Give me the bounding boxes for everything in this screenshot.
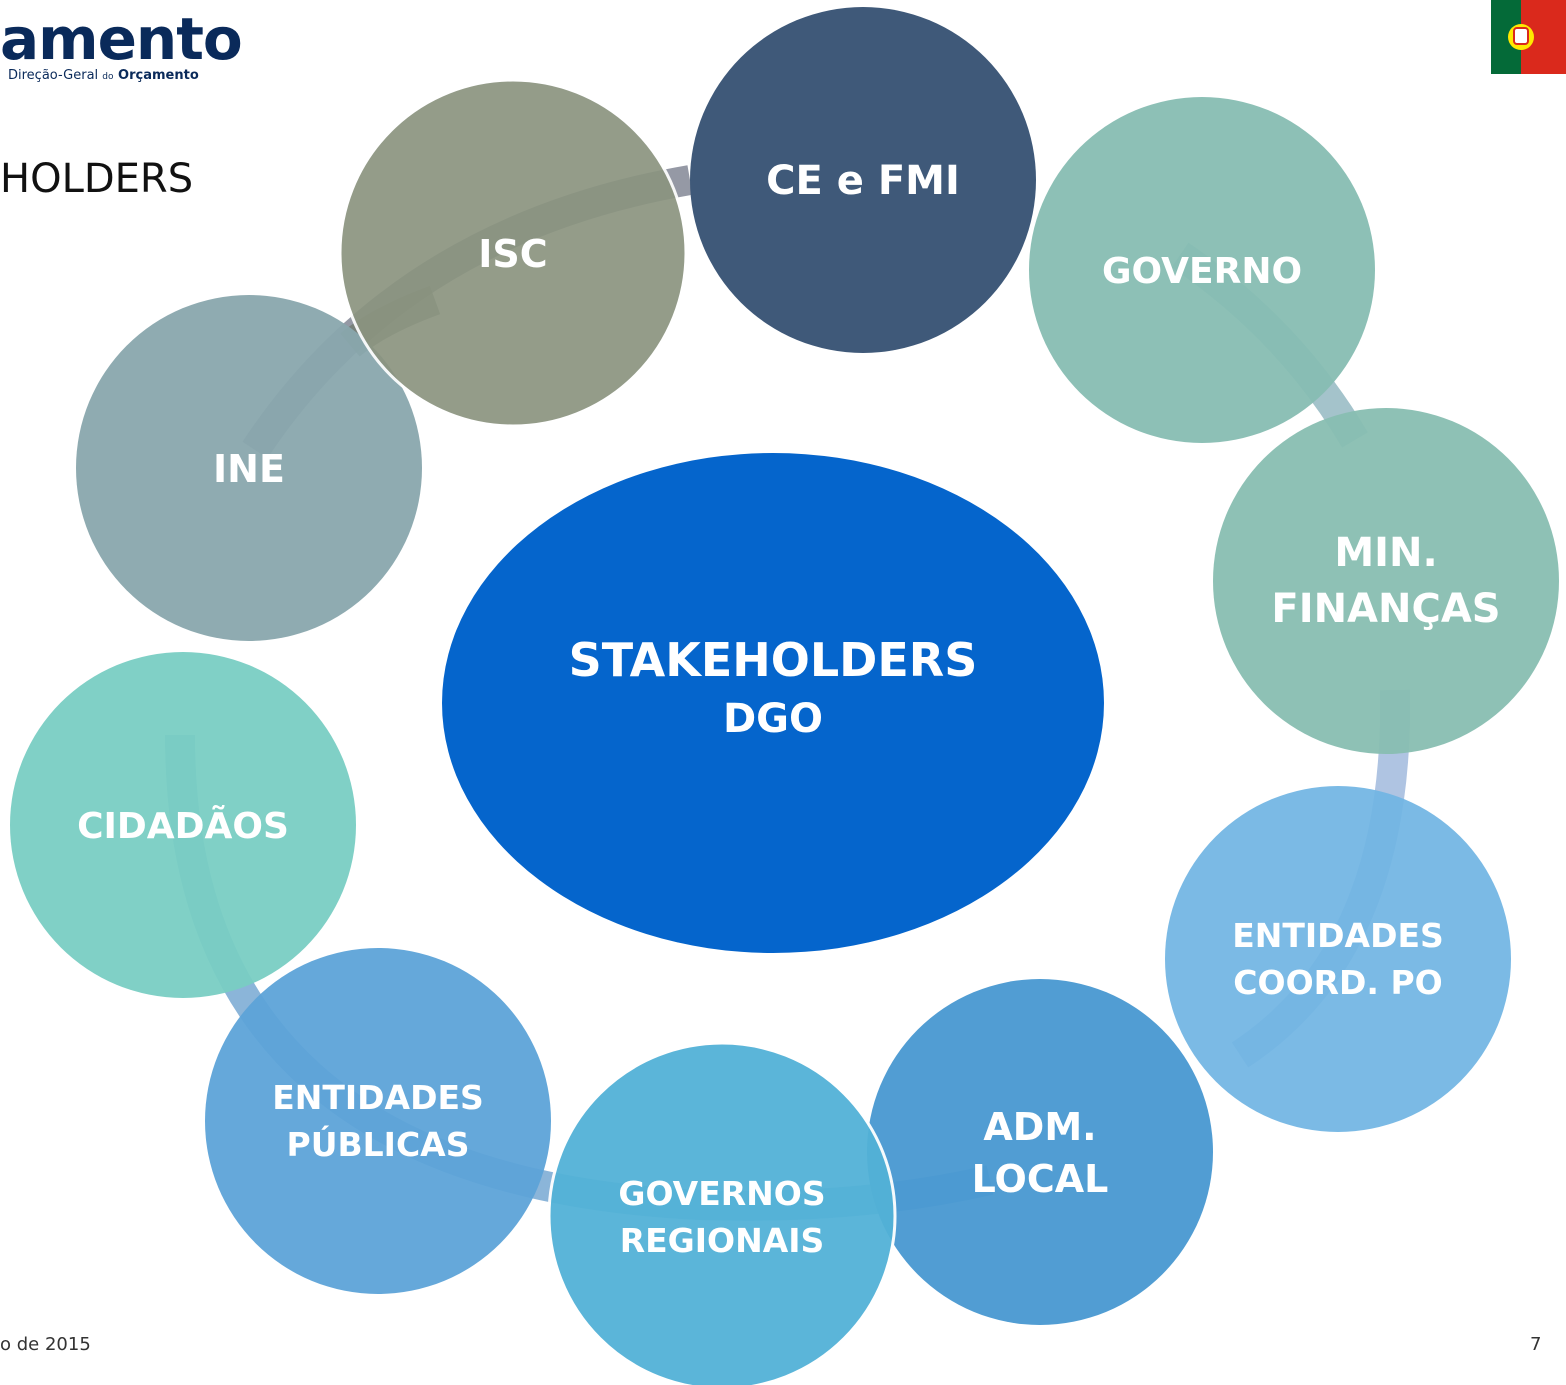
logo-subtitle-suffix: Orçamento [113, 68, 199, 83]
node-adm-local-line2: LOCAL [972, 1157, 1109, 1201]
portugal-flag-icon [1491, 0, 1566, 74]
center-title: STAKEHOLDERS [569, 633, 978, 687]
slide-title: HOLDERS [0, 156, 194, 202]
node-ine: INE [76, 295, 422, 641]
node-entidades-coord-po-line2: COORD. PO [1233, 963, 1442, 1002]
node-adm-local: ADM. LOCAL [867, 979, 1213, 1325]
footer-date: o de 2015 [0, 1334, 91, 1355]
node-governo: GOVERNO [1029, 97, 1375, 443]
node-governos-regionais: GOVERNOS REGIONAIS [547, 1041, 897, 1385]
node-ce-fmi: CE e FMI [690, 7, 1036, 353]
page-number: 7 [1530, 1334, 1542, 1355]
node-governo-label: GOVERNO [1102, 251, 1302, 292]
center-ellipse [442, 453, 1104, 953]
node-min-financas-line1: MIN. [1334, 530, 1437, 576]
logo-subtitle-prefix: Direção-Geral [8, 68, 103, 83]
node-governos-regionais-line2: REGIONAIS [620, 1221, 825, 1260]
node-ine-label: INE [213, 447, 285, 491]
node-min-financas-line2: FINANÇAS [1271, 586, 1500, 632]
node-governos-regionais-line1: GOVERNOS [618, 1174, 825, 1213]
node-entidades-coord-po-line1: ENTIDADES [1232, 916, 1444, 955]
node-ce-fmi-label: CE e FMI [766, 158, 960, 204]
node-min-financas: MIN. FINANÇAS [1213, 408, 1559, 754]
node-isc-label: ISC [478, 232, 547, 276]
node-cidadaos-label: CIDADÃOS [77, 805, 289, 847]
node-isc: ISC [338, 78, 688, 428]
node-entidades-coord-po: ENTIDADES COORD. PO [1165, 786, 1511, 1132]
node-entidades-publicas-line1: ENTIDADES [272, 1078, 484, 1117]
center-subtitle: DGO [723, 696, 823, 742]
logo-subtitle: Direção-Geral do Orçamento [8, 68, 199, 83]
node-adm-local-line1: ADM. [983, 1105, 1096, 1149]
logo-wordmark: amento [0, 5, 243, 73]
node-entidades-publicas-line2: PÚBLICAS [287, 1124, 470, 1164]
logo-subtitle-small: do [102, 72, 114, 82]
node-cidadaos: CIDADÃOS [10, 652, 356, 998]
node-entidades-publicas: ENTIDADES PÚBLICAS [205, 948, 551, 1294]
